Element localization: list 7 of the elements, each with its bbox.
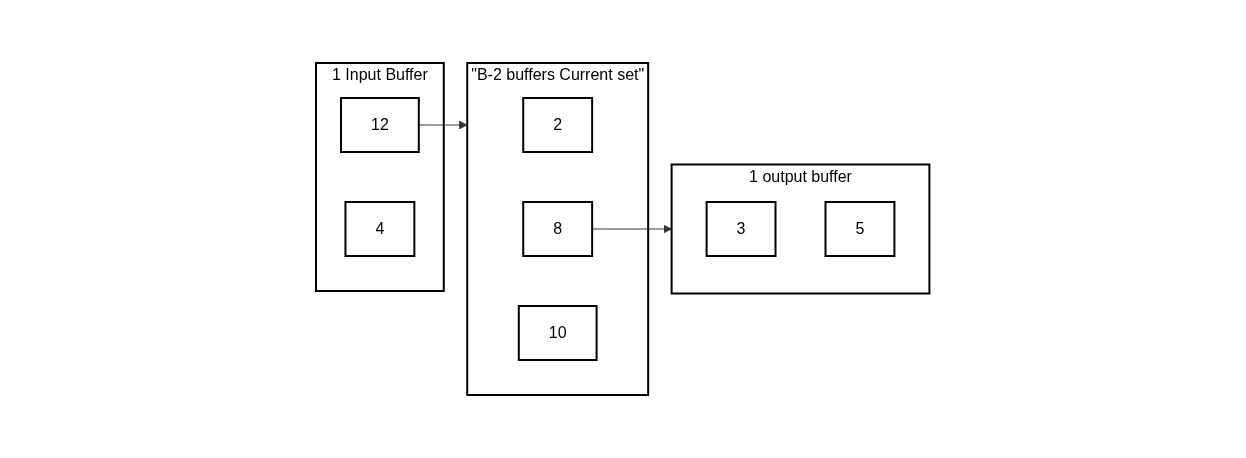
node-box: 5 (824, 201, 896, 257)
node-box: 4 (344, 201, 416, 257)
node-box: 3 (705, 201, 777, 257)
node-box: 12 (340, 97, 421, 153)
node-box: 10 (518, 305, 598, 361)
node-box: 8 (522, 201, 594, 257)
node-box: 2 (522, 97, 594, 153)
